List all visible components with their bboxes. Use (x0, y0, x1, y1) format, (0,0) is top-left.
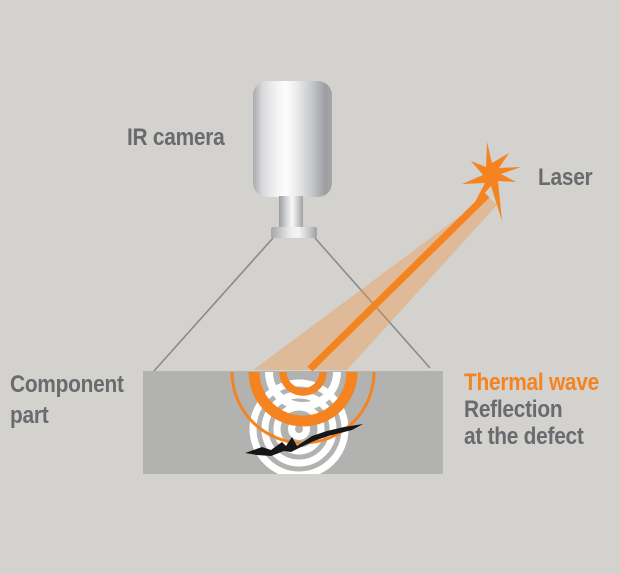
component-part-label: Component part (10, 369, 124, 431)
laser-beam-fan (253, 196, 497, 370)
thermal-arc-middle (248, 371, 358, 427)
defect-rings-icon (249, 379, 349, 474)
component-part-line2: part (10, 402, 49, 429)
laser-label: Laser (538, 164, 593, 191)
laser-beam (307, 192, 490, 372)
fov-line-left (153, 237, 274, 372)
camera-flange (271, 227, 317, 238)
camera-body (253, 81, 332, 197)
component-part-line1: Component (10, 371, 124, 398)
ir-camera-label: IR camera (127, 124, 225, 151)
thermal-wave-label: Thermal wave (464, 369, 599, 396)
thermal-wave-reflection-label: Thermal wave Reflection at the defect (464, 369, 599, 450)
thermal-arc-inner (279, 371, 327, 396)
reflection-line1: Reflection (464, 396, 563, 423)
defect-crack-icon (245, 424, 363, 456)
camera-lens-neck (279, 196, 303, 227)
thermal-wave-arcs (230, 371, 376, 474)
reflection-line2: at the defect (464, 423, 584, 450)
laser-starburst-icon (462, 142, 521, 221)
